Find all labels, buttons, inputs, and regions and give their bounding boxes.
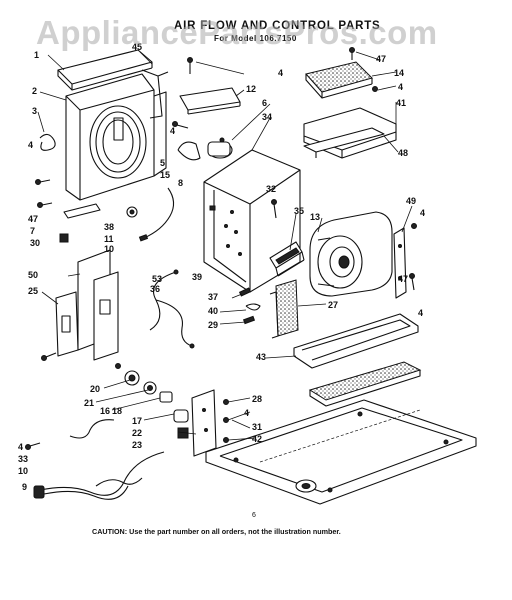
callout-4b: 4 bbox=[18, 442, 23, 452]
callout-38: 38 bbox=[104, 222, 114, 232]
callout-22: 22 bbox=[132, 428, 142, 438]
callout-10a: 10 bbox=[104, 244, 114, 254]
callout-1: 1 bbox=[34, 50, 39, 60]
callout-4d: 4 bbox=[420, 208, 425, 218]
callout-7: 7 bbox=[30, 226, 35, 236]
part-side-bracket bbox=[141, 69, 169, 119]
part-small-connectors bbox=[238, 287, 261, 325]
callout-32: 32 bbox=[266, 184, 276, 194]
part-knob-and-wire bbox=[126, 187, 175, 242]
callout-18: 18 bbox=[112, 406, 122, 416]
callout-47c: 47 bbox=[398, 274, 408, 284]
callout-34: 34 bbox=[262, 112, 272, 122]
callout-40: 40 bbox=[208, 306, 218, 316]
callout-13: 13 bbox=[310, 212, 320, 222]
callout-29: 29 bbox=[208, 320, 218, 330]
callout-35: 35 bbox=[294, 206, 304, 216]
callout-12: 12 bbox=[246, 84, 256, 94]
callout-49: 49 bbox=[406, 196, 416, 206]
part-side-panel bbox=[55, 249, 119, 361]
part-orifice-panel bbox=[65, 73, 167, 201]
part-cover-strip bbox=[57, 49, 153, 91]
callout-4c: 4 bbox=[398, 82, 403, 92]
screws-left-group bbox=[25, 179, 57, 450]
part-clip bbox=[59, 233, 69, 243]
part-mount-bracket-right bbox=[393, 223, 417, 299]
callout-17: 17 bbox=[132, 416, 142, 426]
part-terminal-strip bbox=[269, 241, 305, 277]
callout-45: 45 bbox=[132, 42, 142, 52]
callout-16: 16 bbox=[100, 406, 110, 416]
callout-leaders bbox=[37, 51, 413, 441]
callout-6: 6 bbox=[262, 98, 267, 108]
part-blower-housing bbox=[309, 211, 393, 297]
callout-4e: 4 bbox=[418, 308, 423, 318]
callout-9: 9 bbox=[22, 482, 27, 492]
callout-28: 28 bbox=[252, 394, 262, 404]
page-number: 6 bbox=[252, 512, 256, 519]
part-capacitor-bracket bbox=[172, 121, 233, 161]
screw-top bbox=[187, 57, 193, 74]
part-tubing bbox=[149, 269, 195, 349]
callout-41: 41 bbox=[396, 98, 406, 108]
callout-47a: 47 bbox=[28, 214, 38, 224]
callout-2: 2 bbox=[32, 86, 37, 96]
callout-43: 43 bbox=[256, 352, 266, 362]
callout-4a: 4 bbox=[28, 140, 33, 150]
diagram-subtitle: For Model 106.7150 bbox=[214, 34, 297, 43]
callout-36: 36 bbox=[150, 284, 160, 294]
callout-3: 3 bbox=[32, 106, 37, 116]
part-drain-pan bbox=[293, 313, 422, 407]
callout-25: 25 bbox=[28, 286, 38, 296]
callout-5: 5 bbox=[160, 158, 165, 168]
callout-10b: 10 bbox=[18, 466, 28, 476]
callout-31: 31 bbox=[252, 422, 262, 432]
callout-21: 21 bbox=[84, 398, 94, 408]
callout-48: 48 bbox=[398, 148, 408, 158]
callout-14: 14 bbox=[394, 68, 404, 78]
callout-4g: 4 bbox=[278, 68, 283, 78]
watermark: AppliancePartsPros.com bbox=[36, 14, 438, 51]
part-switch-assembly bbox=[115, 363, 229, 457]
callout-50: 50 bbox=[28, 270, 38, 280]
caution-note: CAUTION: Use the part number on all orde… bbox=[92, 527, 341, 536]
callout-33: 33 bbox=[18, 454, 28, 464]
callout-23: 23 bbox=[132, 440, 142, 450]
callout-27: 27 bbox=[328, 300, 338, 310]
part-spring-clip bbox=[39, 133, 56, 151]
callout-53: 53 bbox=[152, 274, 162, 284]
callout-labels: 1 45 2 3 4 47 7 30 38 11 10 5 15 8 12 6 … bbox=[18, 42, 425, 492]
part-power-cord bbox=[33, 419, 165, 500]
part-rail bbox=[303, 127, 385, 158]
callout-30: 30 bbox=[30, 238, 40, 248]
part-bracket-small bbox=[63, 203, 101, 219]
callout-8: 8 bbox=[178, 178, 183, 188]
callout-4h: 4 bbox=[170, 126, 175, 136]
callout-42: 42 bbox=[252, 434, 262, 444]
callout-11: 11 bbox=[104, 234, 114, 244]
callout-39: 39 bbox=[192, 272, 202, 282]
callout-4f: 4 bbox=[244, 408, 249, 418]
callout-47b: 47 bbox=[376, 54, 386, 64]
callout-20: 20 bbox=[90, 384, 100, 394]
callout-37: 37 bbox=[208, 292, 218, 302]
part-grille bbox=[269, 279, 299, 339]
screw-32 bbox=[271, 199, 277, 219]
callout-15: 15 bbox=[160, 170, 170, 180]
part-base-pan bbox=[205, 399, 477, 505]
part-top-plate bbox=[179, 87, 241, 115]
diagram-title: AIR FLOW AND CONTROL PARTS bbox=[174, 20, 381, 32]
part-filter bbox=[305, 47, 378, 99]
